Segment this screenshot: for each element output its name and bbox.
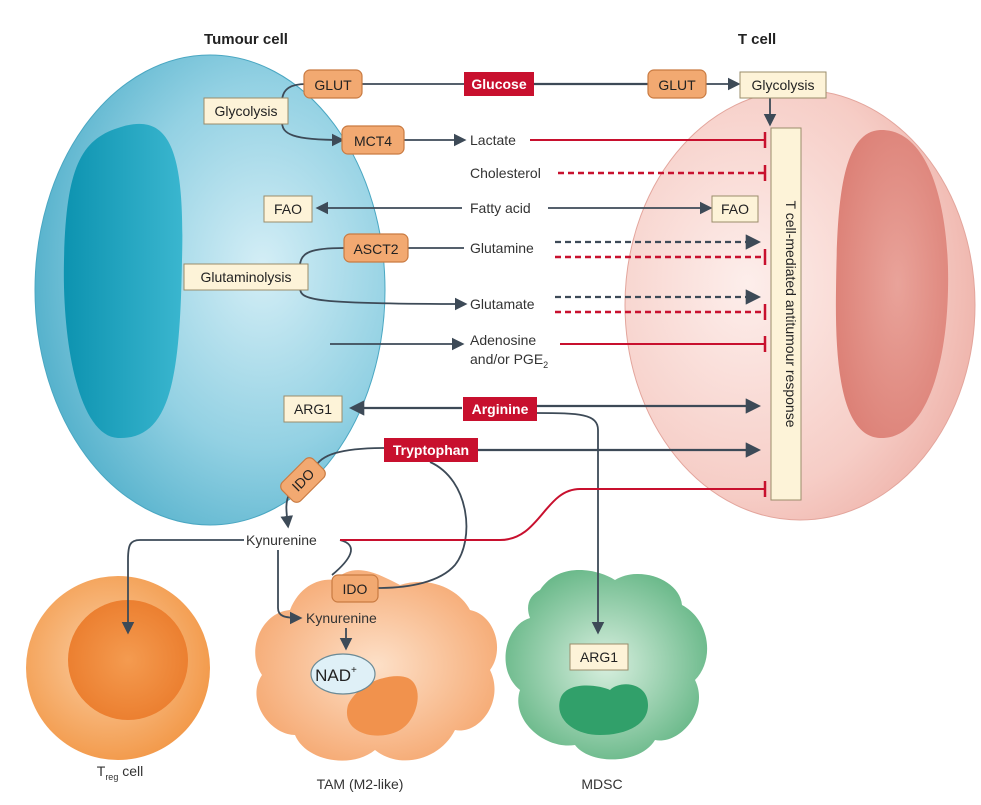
treg-caption: Treg cell — [97, 763, 143, 782]
pge2-label: and/or PGE2 — [470, 351, 548, 370]
cholesterol-label: Cholesterol — [470, 165, 541, 181]
tam-cell — [255, 570, 498, 761]
nad-label: NAD+ — [315, 665, 357, 685]
arg1-mdsc-box: ARG1 — [569, 643, 629, 671]
tumour-cell-title: Tumour cell — [204, 31, 288, 48]
tam-nucleus — [346, 676, 418, 736]
adenosine-label: Adenosine — [470, 332, 536, 348]
t-cell-response-box: T cell-mediated antitumour response — [770, 127, 802, 501]
mdsc-nucleus — [559, 684, 648, 735]
svg-text:T cell-mediated antitumour res: T cell-mediated antitumour response — [783, 201, 799, 428]
arg1-tumour-box: ARG1 — [283, 395, 343, 423]
glut-tcell-box: GLUT — [647, 69, 707, 99]
tryptophan-box: Tryptophan — [384, 438, 478, 462]
glycolysis-tcell-box: Glycolysis — [739, 71, 827, 99]
svg-text:MCT4: MCT4 — [354, 133, 392, 149]
mct4-box: MCT4 — [341, 125, 405, 155]
tumour-nucleus — [63, 123, 183, 439]
fao-tumour-box: FAO — [263, 195, 313, 223]
treg-cell — [26, 576, 210, 760]
svg-text:FAO: FAO — [274, 201, 302, 217]
svg-text:Glycolysis: Glycolysis — [751, 77, 814, 93]
tam-kynurenine-label: Kynurenine — [306, 610, 377, 626]
svg-text:GLUT: GLUT — [314, 77, 352, 93]
svg-text:Arginine: Arginine — [472, 401, 529, 417]
svg-text:Glutaminolysis: Glutaminolysis — [200, 269, 291, 285]
t-cell-nucleus — [835, 129, 949, 439]
asct2-box: ASCT2 — [343, 233, 409, 263]
glutamate-label: Glutamate — [470, 296, 535, 312]
connector-lines — [121, 77, 777, 651]
mdsc-caption: MDSC — [581, 776, 622, 792]
fao-tcell-box: FAO — [711, 195, 759, 223]
svg-text:Glycolysis: Glycolysis — [214, 103, 277, 119]
svg-text:FAO: FAO — [721, 201, 749, 217]
glutaminolysis-box: Glutaminolysis — [183, 263, 309, 291]
t-cell-title: T cell — [738, 31, 776, 48]
svg-text:ARG1: ARG1 — [580, 649, 618, 665]
fatty-acid-label: Fatty acid — [470, 200, 531, 216]
svg-text:ARG1: ARG1 — [294, 401, 332, 417]
arginine-box: Arginine — [463, 397, 537, 421]
lactate-label: Lactate — [470, 132, 516, 148]
glut-tumour-box: GLUT — [303, 69, 363, 99]
svg-text:Tryptophan: Tryptophan — [393, 442, 469, 458]
glycolysis-tumour-box: Glycolysis — [203, 97, 289, 125]
svg-text:ASCT2: ASCT2 — [353, 241, 398, 257]
svg-text:GLUT: GLUT — [658, 77, 696, 93]
glutamine-label: Glutamine — [470, 240, 534, 256]
kynurenine-label: Kynurenine — [246, 532, 317, 548]
nad-ellipse: NAD+ — [310, 653, 376, 695]
tam-caption: TAM (M2-like) — [317, 776, 404, 792]
glucose-box: Glucose — [464, 72, 534, 96]
svg-text:Glucose: Glucose — [471, 76, 526, 92]
ido-tam-box: IDO — [331, 574, 379, 603]
svg-text:IDO: IDO — [343, 581, 368, 597]
